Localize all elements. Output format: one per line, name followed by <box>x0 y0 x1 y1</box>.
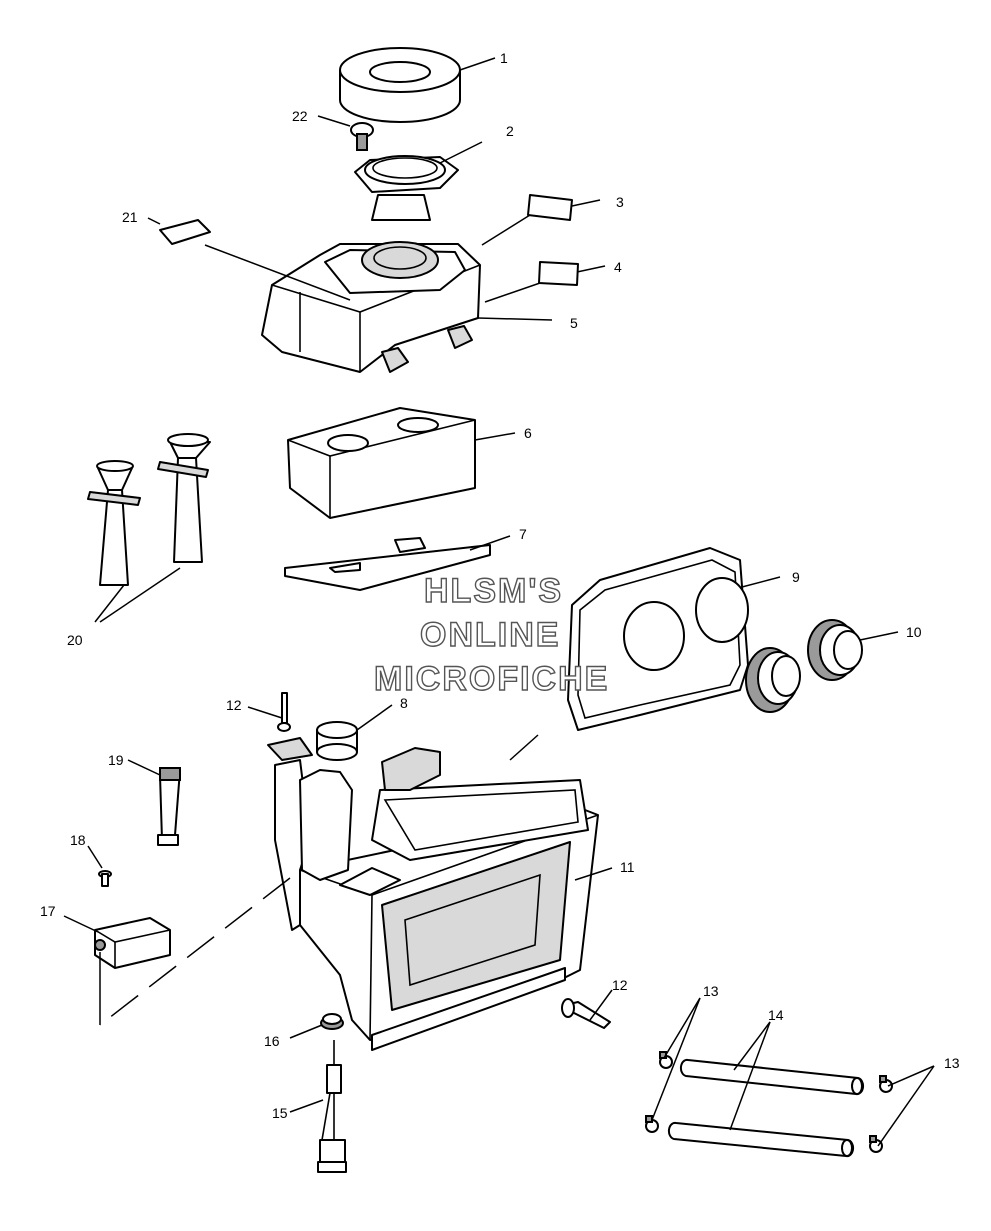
part-17-module <box>94 917 171 969</box>
callout-20: 20 <box>67 632 83 648</box>
callout-16: 16 <box>264 1033 280 1049</box>
part-18-screw <box>98 870 112 887</box>
callout-12-top: 12 <box>226 697 242 713</box>
leader-lines <box>63 57 935 1147</box>
part-15-harness <box>317 1040 347 1173</box>
callout-5: 5 <box>570 315 578 331</box>
part-1-foam-ring <box>339 47 461 123</box>
callout-14: 14 <box>768 1007 784 1023</box>
assembly-line-panel <box>509 734 539 761</box>
part-11-airbox-base <box>267 737 599 1051</box>
part-2-adapter <box>354 155 459 221</box>
callout-8: 8 <box>400 695 408 711</box>
watermark-line-1: HLSM'S <box>424 572 563 610</box>
callout-19: 19 <box>108 752 124 768</box>
part-21-decal <box>159 219 211 245</box>
part-22-push-rivet <box>350 122 374 151</box>
callout-21: 21 <box>122 209 138 225</box>
callout-1: 1 <box>500 50 508 66</box>
part-19-strap <box>157 767 181 846</box>
callout-3: 3 <box>616 194 624 210</box>
callout-18: 18 <box>70 832 86 848</box>
part-12-pin-bottom <box>561 998 611 1029</box>
part-9-panel <box>567 547 749 731</box>
part-5-airbox-cover <box>261 241 481 373</box>
part-3-decal <box>527 194 573 221</box>
callout-7: 7 <box>519 526 527 542</box>
callout-labels: 1 22 2 3 21 4 5 6 7 9 20 10 8 12 19 18 1… <box>40 50 960 1121</box>
watermark: HLSM'S ONLINE MICROFICHE <box>373 571 609 698</box>
callout-11: 11 <box>620 859 635 875</box>
part-10-couplers <box>745 619 863 713</box>
part-8-cap <box>316 721 358 761</box>
part-12-pin-top <box>277 692 291 732</box>
callout-9: 9 <box>792 569 800 585</box>
callout-17: 17 <box>40 903 56 919</box>
part-13-clamps <box>645 1051 893 1153</box>
callout-6: 6 <box>524 425 532 441</box>
callout-4: 4 <box>614 259 622 275</box>
callout-2: 2 <box>506 123 514 139</box>
callout-13-left: 13 <box>703 983 719 999</box>
part-6-filter <box>287 407 476 519</box>
part-16-grommet <box>320 1013 344 1030</box>
callout-10: 10 <box>906 624 922 640</box>
watermark-line-3: MICROFICHE <box>374 660 609 698</box>
part-20-intake-tubes <box>87 433 211 586</box>
part-14-tubes <box>667 1058 865 1158</box>
callout-22: 22 <box>292 108 308 124</box>
callout-12-bottom: 12 <box>612 977 628 993</box>
part-4-decal <box>538 261 579 286</box>
assembly-line-module <box>99 877 291 1026</box>
watermark-line-2: ONLINE <box>420 616 560 654</box>
part-7-plate <box>284 537 491 591</box>
callout-13-right: 13 <box>944 1055 960 1071</box>
callout-15: 15 <box>272 1105 288 1121</box>
